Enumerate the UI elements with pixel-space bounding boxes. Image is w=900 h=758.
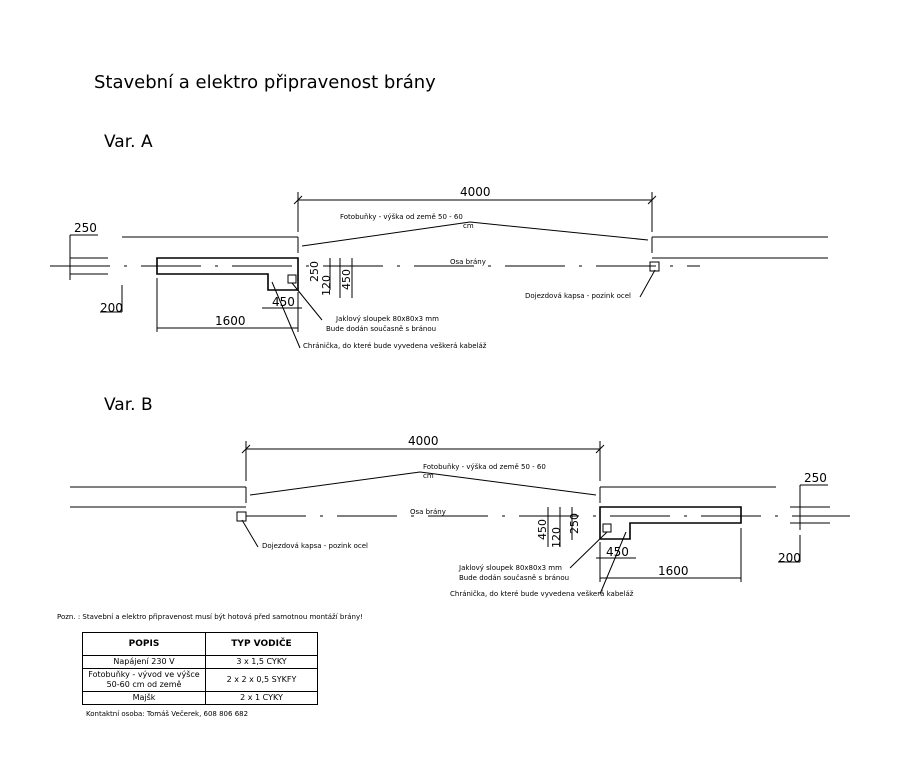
var-b-dim-1600: 1600 bbox=[658, 564, 689, 578]
var-a-pocket-label: Dojezdová kapsa - pozink ocel bbox=[525, 292, 631, 300]
var-b-dim-200: 200 bbox=[778, 551, 801, 565]
var-a-photocell-unit: cm bbox=[463, 222, 474, 230]
var-b-gate-body bbox=[599, 506, 742, 540]
var-b-pocket-label: Dojezdová kapsa - pozink ocel bbox=[262, 542, 368, 550]
var-b-post bbox=[602, 523, 612, 533]
note: Pozn. : Stavební a elektro připravenost … bbox=[57, 613, 363, 621]
var-b-dim-250: 250 bbox=[804, 471, 827, 485]
var-b-dim-250v: 250 bbox=[568, 513, 581, 534]
table-cell-typ: 2 x 2 x 0,5 SYKFY bbox=[205, 668, 318, 692]
table-row: Napájení 230 V 3 x 1,5 CYKY bbox=[82, 655, 318, 669]
var-b-dim-4000: 4000 bbox=[408, 434, 439, 448]
var-a-dim-250: 250 bbox=[74, 221, 97, 235]
cable-table: POPIS TYP VODIČE Napájení 230 V 3 x 1,5 … bbox=[82, 632, 318, 705]
var-b-conduit: Chránička, do které bude vyvedena vešker… bbox=[450, 590, 634, 598]
var-a-axis-label: Osa brány bbox=[450, 258, 486, 266]
var-a-heading: Var. A bbox=[104, 132, 153, 152]
var-a-dim-120v: 120 bbox=[320, 275, 333, 296]
var-b-diagram: Osa brány 4000 Fotobuňky - výška od země… bbox=[70, 434, 850, 598]
var-b-post-label1: Jaklový sloupek 80x80x3 mm bbox=[458, 564, 562, 572]
var-a-dim-1600: 1600 bbox=[215, 314, 246, 328]
table-cell-popis: Fotobuňky - vývod ve výšce 50-60 cm od z… bbox=[82, 668, 206, 692]
var-a-dim-4000: 4000 bbox=[460, 185, 491, 199]
var-a-conduit: Chránička, do které bude vyvedena vešker… bbox=[303, 342, 487, 350]
var-a-dim-250v: 250 bbox=[308, 261, 321, 282]
var-a-gate-body bbox=[156, 257, 299, 291]
var-b-post-label2: Bude dodán současně s bránou bbox=[459, 574, 569, 582]
table-header-popis: POPIS bbox=[82, 632, 206, 656]
contact: Kontaktní osoba: Tomáš Večerek, 608 806 … bbox=[86, 710, 248, 718]
var-b-pocket bbox=[236, 511, 247, 522]
var-b-axis-label: Osa brány bbox=[410, 508, 446, 516]
var-a-photocell: Fotobuňky - výška od země 50 - 60 bbox=[340, 213, 463, 221]
page-title: Stavební a elektro připravenost brány bbox=[94, 72, 436, 93]
var-b-heading: Var. B bbox=[104, 395, 153, 415]
table-cell-popis: Majšk bbox=[82, 691, 206, 705]
var-b-dim-120v: 120 bbox=[550, 527, 563, 548]
var-b-photocell: Fotobuňky - výška od země 50 - 60 bbox=[423, 463, 546, 471]
table-row: Majšk 2 x 1 CYKY bbox=[82, 691, 318, 705]
var-a-dim-450h: 450 bbox=[272, 295, 295, 309]
var-a-dim-200: 200 bbox=[100, 301, 123, 315]
table-cell-typ: 2 x 1 CYKY bbox=[205, 691, 318, 705]
table-cell-typ: 3 x 1,5 CYKY bbox=[205, 655, 318, 669]
var-a-dim-450v: 450 bbox=[340, 269, 353, 290]
table-header-typ: TYP VODIČE bbox=[205, 632, 318, 656]
table-row: Fotobuňky - vývod ve výšce 50-60 cm od z… bbox=[82, 668, 318, 692]
var-b-photocell-unit: cm bbox=[423, 472, 434, 480]
var-a-post bbox=[287, 274, 297, 284]
var-a-post-label2: Bude dodán současně s bránou bbox=[326, 325, 436, 333]
var-a-diagram: Osa brány 4000 Fotobuňky - výška od země… bbox=[50, 185, 828, 350]
var-b-dim-450v: 450 bbox=[536, 519, 549, 540]
var-a-post-label1: Jaklový sloupek 80x80x3 mm bbox=[335, 315, 439, 323]
table-cell-popis: Napájení 230 V bbox=[82, 655, 206, 669]
